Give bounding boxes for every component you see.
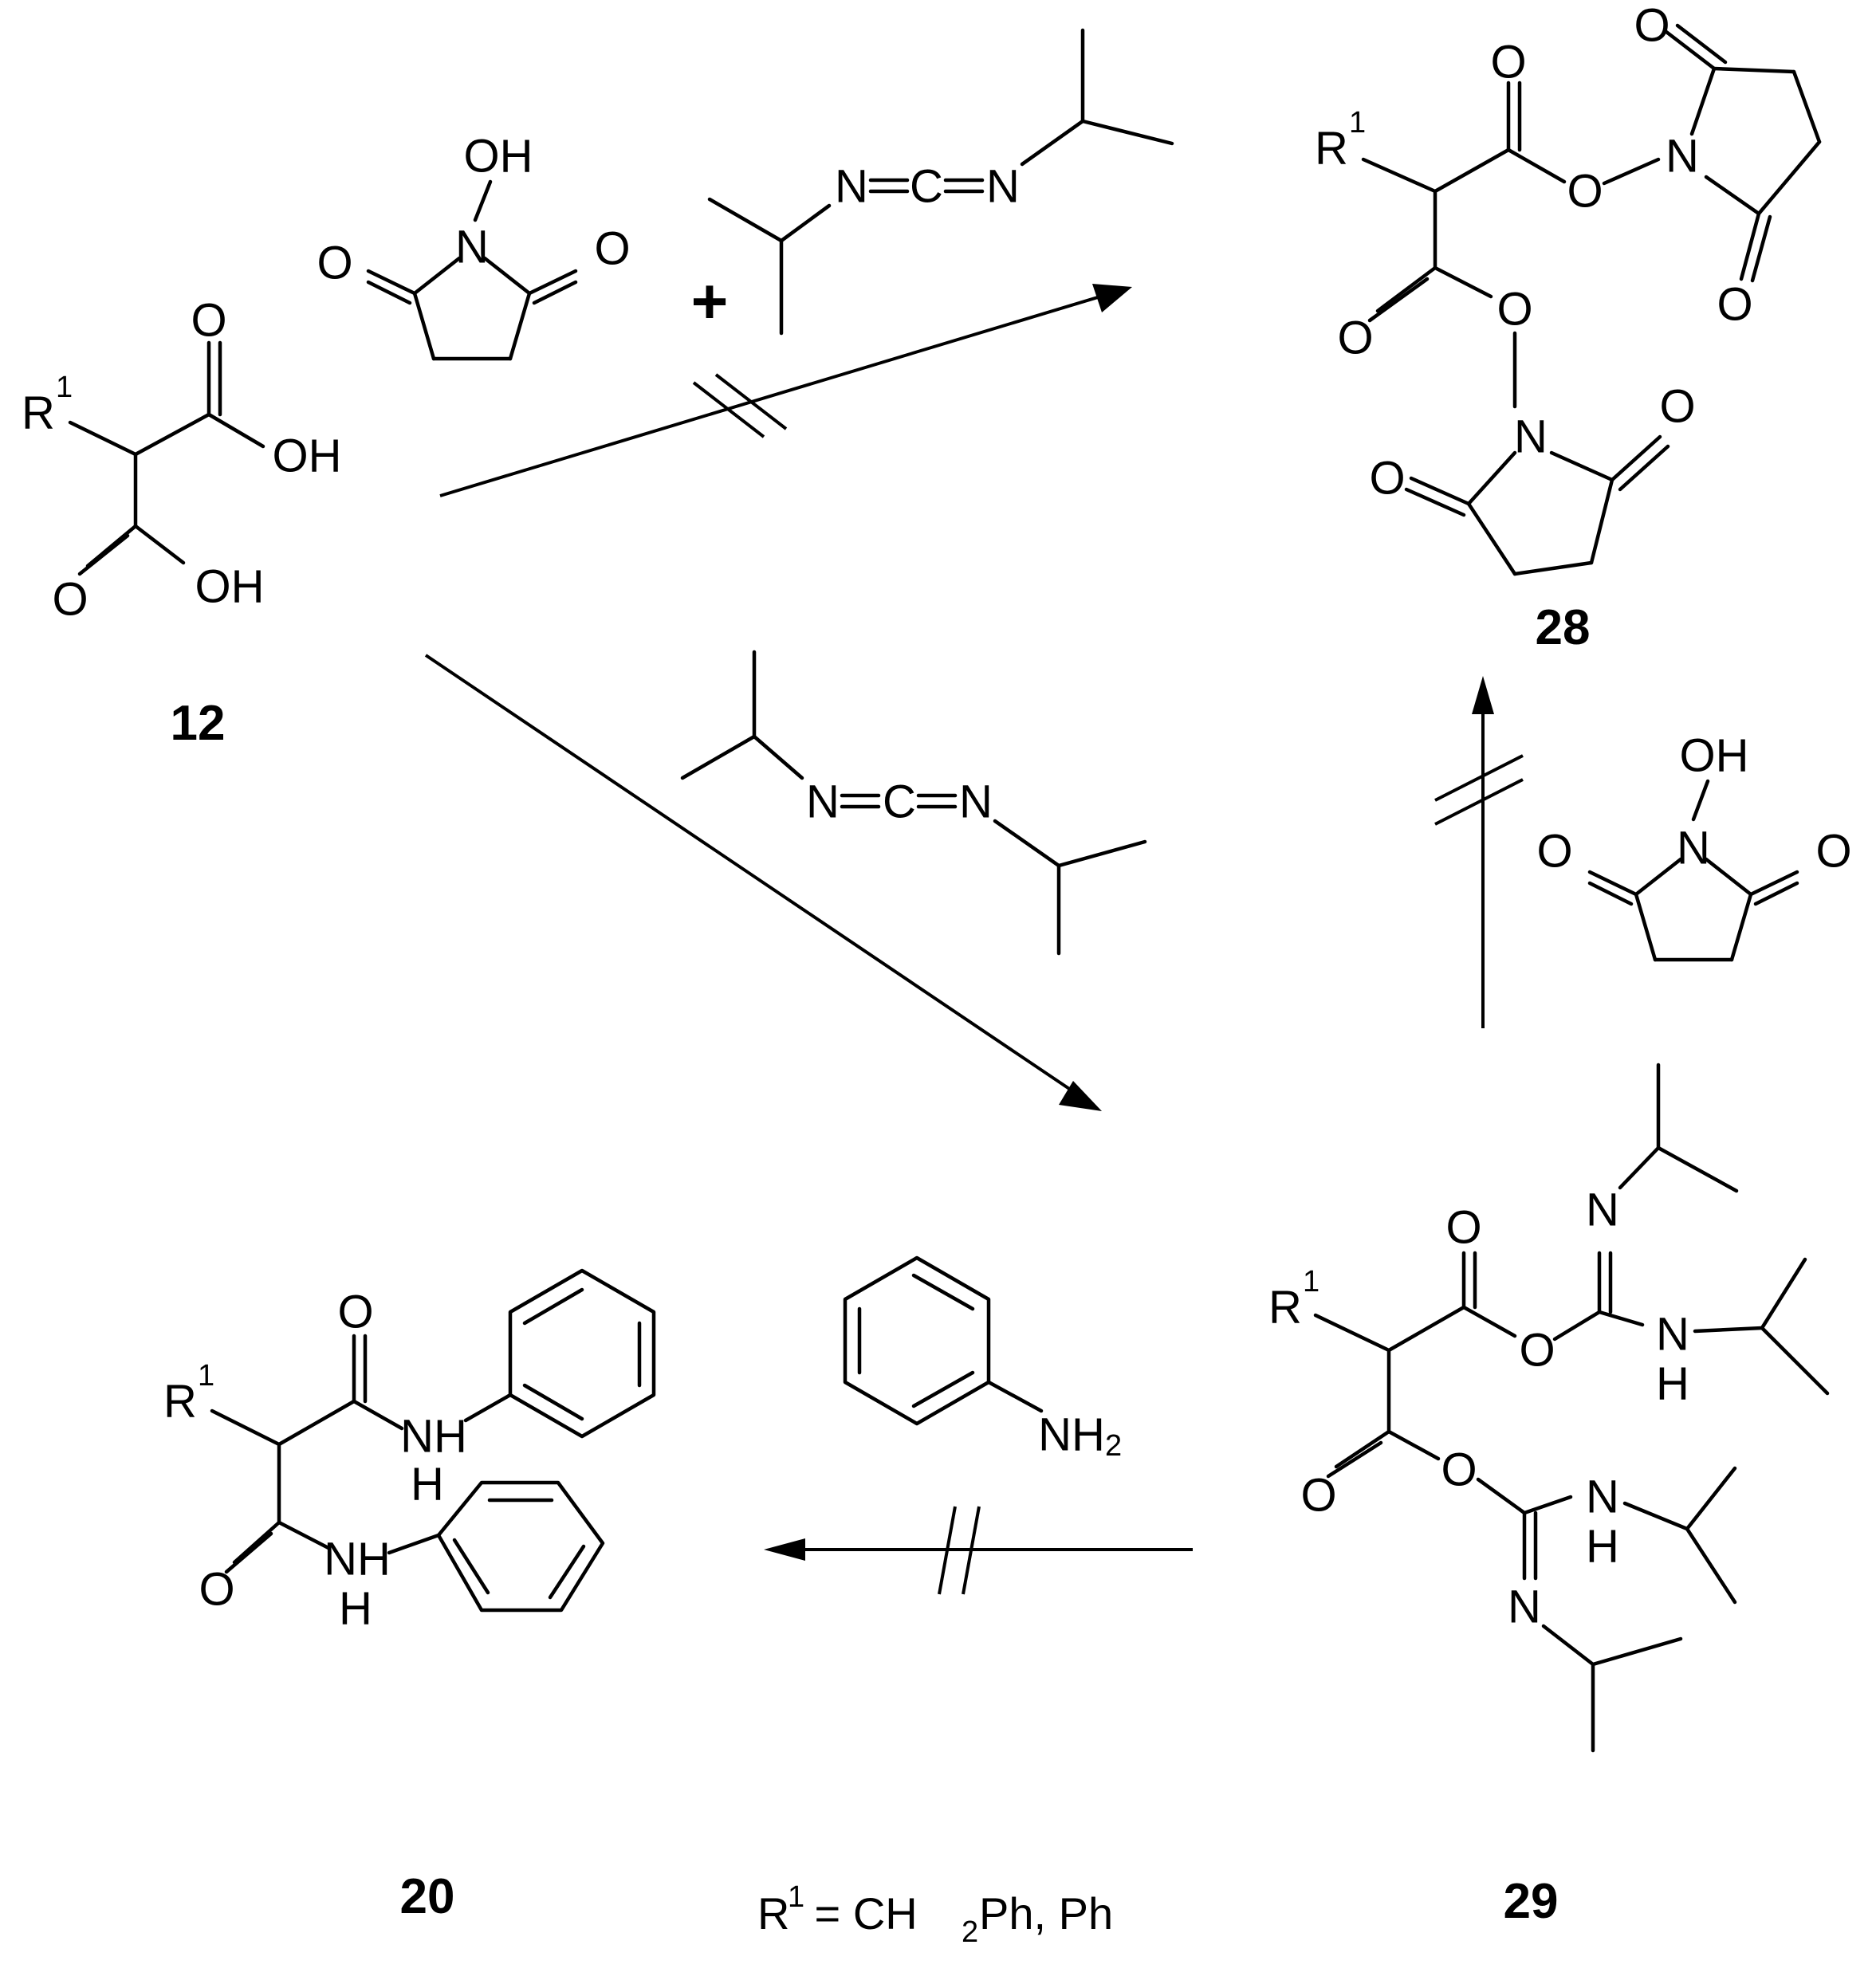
nhs-reagent-top: OH N O O [317,131,631,359]
nitrogen: N [455,222,489,273]
hydroxyl-1: OH [273,430,342,482]
substituent-footnote: R 1 = CH 2 Ph, Ph [757,1880,1113,1949]
amine-nitrogen: N [1656,1309,1689,1361]
nitrogen: N [1677,823,1710,874]
footnote-r-superscript: 1 [788,1880,804,1914]
compound-12: R 1 O OH O OH 12 [22,295,341,752]
carbon: C [883,776,916,828]
carbon: C [910,161,943,213]
r-superscript: 1 [1303,1265,1319,1298]
carbonyl-oxygen: O [1659,381,1695,433]
compound-20: R 1 O NH H O NH H 20 [163,1268,656,1924]
nitrogen: N [1514,411,1548,463]
compound-label-20: 20 [400,1869,455,1924]
ester-oxygen: O [1567,166,1603,218]
imine-nitrogen: N [1586,1184,1619,1236]
footnote-text: = CH [802,1888,918,1939]
nitrogen: N [835,161,868,213]
r-group: R [22,387,55,439]
plus-sign: + [691,266,729,337]
nitrogen: N [1666,131,1699,183]
nitrogen: N [986,161,1020,213]
ester-oxygen: O [1441,1444,1477,1496]
carbonyl-oxygen: O [1717,279,1752,331]
ester-oxygen: O [1496,284,1532,336]
nitrogen: N [806,776,840,828]
amine-group: NH [1038,1409,1105,1461]
footnote-r: R [757,1888,789,1939]
imine-nitrogen: N [1508,1581,1541,1633]
carbonyl-oxygen: O [1634,0,1670,52]
dic-reagent-top: N C N [707,28,1174,336]
r-group: R [1315,123,1348,175]
n-hydroxy-oh: OH [464,131,533,183]
hydroxyl-2: OH [195,561,265,613]
amine-hydrogen: H [1586,1521,1619,1573]
compound-29: R 1 O O N N H O O N H N [1268,1063,1830,1929]
r-superscript: 1 [1349,106,1366,139]
amine-hydrogen: H [1656,1358,1689,1410]
n-hydroxy-oh: OH [1680,730,1749,782]
carbonyl-oxygen: O [1445,1202,1481,1254]
footnote-tail: Ph, Ph [979,1888,1113,1939]
subscript-2: 2 [1105,1429,1122,1463]
arrow-12-to-29 [424,654,1102,1111]
r-group: R [1268,1282,1302,1334]
r-superscript: 1 [198,1359,214,1393]
carbonyl-oxygen: O [1536,826,1572,878]
r-group: R [163,1376,197,1428]
carbonyl-oxygen: O [337,1287,373,1338]
carbonyl-oxygen: O [1815,826,1851,878]
footnote-subscript: 2 [962,1915,978,1949]
amide-nitrogen: NH [400,1411,467,1463]
amide-hydrogen: H [411,1459,444,1511]
ester-oxygen: O [1519,1325,1555,1377]
r-superscript: 1 [56,371,73,404]
nhs-reagent-right: OH N O O [1536,730,1852,961]
compound-label-28: 28 [1536,600,1591,655]
amide-nitrogen: NH [324,1534,391,1585]
carbonyl-oxygen: O [1337,312,1373,364]
amine-nitrogen: N [1586,1471,1619,1523]
amide-hydrogen: H [339,1583,372,1635]
aniline-reagent: NH 2 [843,1255,1122,1463]
carbonyl-oxygen: O [191,295,226,347]
compound-28: R 1 O O N O O O O N O [1315,0,1822,655]
arrow-29-to-28-blocked [1434,676,1524,1028]
carbonyl-oxygen: O [317,238,352,289]
carbonyl-oxygen: O [1369,453,1405,505]
arrow-12-to-28-blocked [439,284,1132,497]
carbonyl-oxygen: O [199,1564,234,1616]
arrow-29-to-20-blocked [764,1506,1193,1595]
carbonyl-oxygen: O [594,223,630,275]
nitrogen: N [959,776,993,828]
compound-label-12: 12 [171,696,226,751]
carbonyl-oxygen: O [1490,37,1526,88]
carbonyl-oxygen: O [52,574,88,626]
compound-label-29: 29 [1504,1874,1559,1929]
dic-reagent-middle: N C N [680,650,1147,956]
carbonyl-oxygen: O [1300,1470,1336,1522]
